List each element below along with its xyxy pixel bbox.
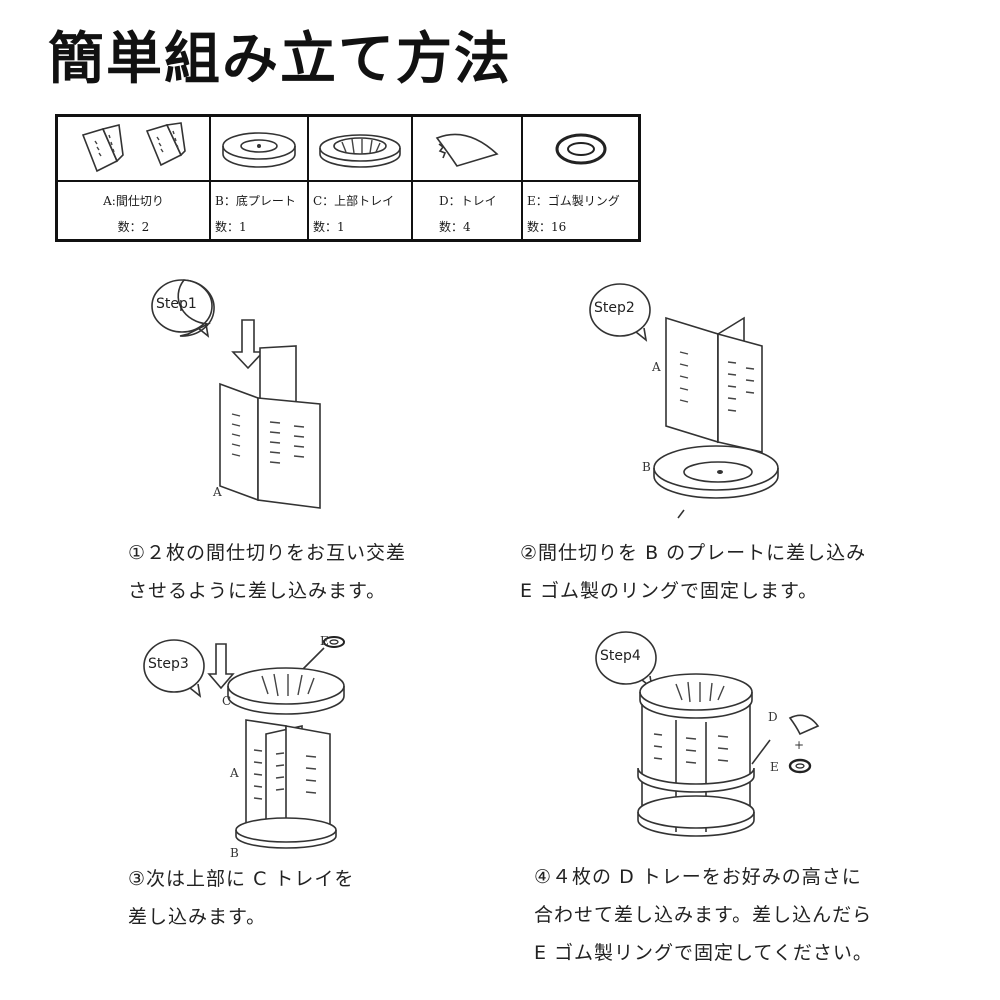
part-e-info: E：ゴム製リング 数：16: [523, 182, 638, 240]
caption-line: ③次は上部に C トレイを: [128, 868, 355, 890]
part-name: E：ゴム製リング: [527, 194, 620, 208]
part-b-info: B：底プレート 数：1: [211, 182, 309, 240]
part-b-image: [211, 117, 309, 182]
step2-badge-label: Step2: [594, 300, 635, 316]
parts-table: A:間仕切り 数：2 B：底プレート 数：1 C：上部トレイ 数：1 D：トレイ…: [55, 114, 641, 242]
part-c-info: C：上部トレイ 数：1: [309, 182, 413, 240]
step4-label-e: E: [770, 760, 779, 774]
part-name: C：上部トレイ: [313, 194, 395, 208]
part-count: 数：1: [215, 220, 247, 234]
step2-illustration: [653, 316, 779, 519]
part-count: 数：16: [527, 220, 567, 234]
down-arrow-icon: [207, 643, 235, 690]
caption-line: E ゴム製のリングで固定します。: [520, 580, 819, 602]
step3-label-e: E: [320, 634, 329, 648]
step1-label-a: A: [213, 485, 222, 499]
step3-badge: [143, 639, 205, 698]
part-e-image: [523, 117, 638, 182]
step3-label-c: C: [222, 694, 232, 708]
part-name: A:間仕切り: [103, 194, 164, 208]
part-d-image: [413, 117, 523, 182]
step1-caption: ①２枚の間仕切りをお互い交差 させるように差し込みます。: [128, 534, 468, 610]
part-a-info: A:間仕切り 数：2: [58, 182, 211, 240]
part-a-image: [58, 117, 211, 182]
part-name: B：底プレート: [215, 194, 296, 208]
step3-caption: ③次は上部に C トレイを 差し込みます。: [128, 860, 468, 936]
tray-segment-icon: [435, 133, 499, 167]
base-plate-icon: [222, 131, 296, 168]
step4-badge-label: Step4: [600, 648, 641, 664]
part-count: 数：4: [439, 220, 471, 234]
rubber-ring-icon: [555, 133, 606, 164]
caption-line: させるように差し込みます。: [128, 580, 387, 602]
caption-line: 差し込みます。: [128, 906, 267, 928]
step3-label-b: B: [230, 846, 239, 860]
page-title: 簡単組み立て方法: [48, 27, 512, 92]
step3-badge-label: Step3: [148, 656, 189, 672]
part-count: 数：2: [117, 220, 150, 234]
step2-caption: ②間仕切りを B のプレートに差し込み E ゴム製のリングで固定します。: [520, 534, 960, 610]
step4-caption: ④４枚の D トレーをお好みの高さに 合わせて差し込みます。差し込んだら E ゴ…: [534, 858, 974, 972]
caption-line: ④４枚の D トレーをお好みの高さに: [534, 866, 862, 888]
part-name: D：トレイ: [439, 194, 497, 208]
step4-label-plus: +: [794, 738, 805, 752]
caption-line: ②間仕切りを B のプレートに差し込み: [520, 542, 867, 564]
caption-line: E ゴム製リングで固定してください。: [534, 942, 873, 964]
upper-tray-icon: [319, 133, 401, 168]
step2-label-b: B: [642, 460, 651, 474]
part-d-info: D：トレイ 数：4: [413, 182, 523, 240]
step4-label-d: D: [768, 710, 778, 724]
step3-label-a: A: [230, 766, 239, 780]
caption-line: ①２枚の間仕切りをお互い交差: [128, 542, 407, 564]
step2-badge: [589, 283, 651, 342]
down-arrow-icon: [231, 319, 265, 370]
step1-badge: [151, 279, 215, 338]
part-c-image: [309, 117, 413, 182]
step1-badge-label: Step1: [156, 296, 197, 312]
part-count: 数：1: [313, 220, 345, 234]
step3-illustration: [207, 636, 345, 849]
step1-illustration: [219, 319, 321, 509]
step4-illustration: [637, 673, 820, 837]
divider-panels-icon: [81, 121, 186, 172]
caption-line: 合わせて差し込みます。差し込んだら: [534, 904, 873, 926]
step2-label-a: A: [652, 360, 661, 374]
